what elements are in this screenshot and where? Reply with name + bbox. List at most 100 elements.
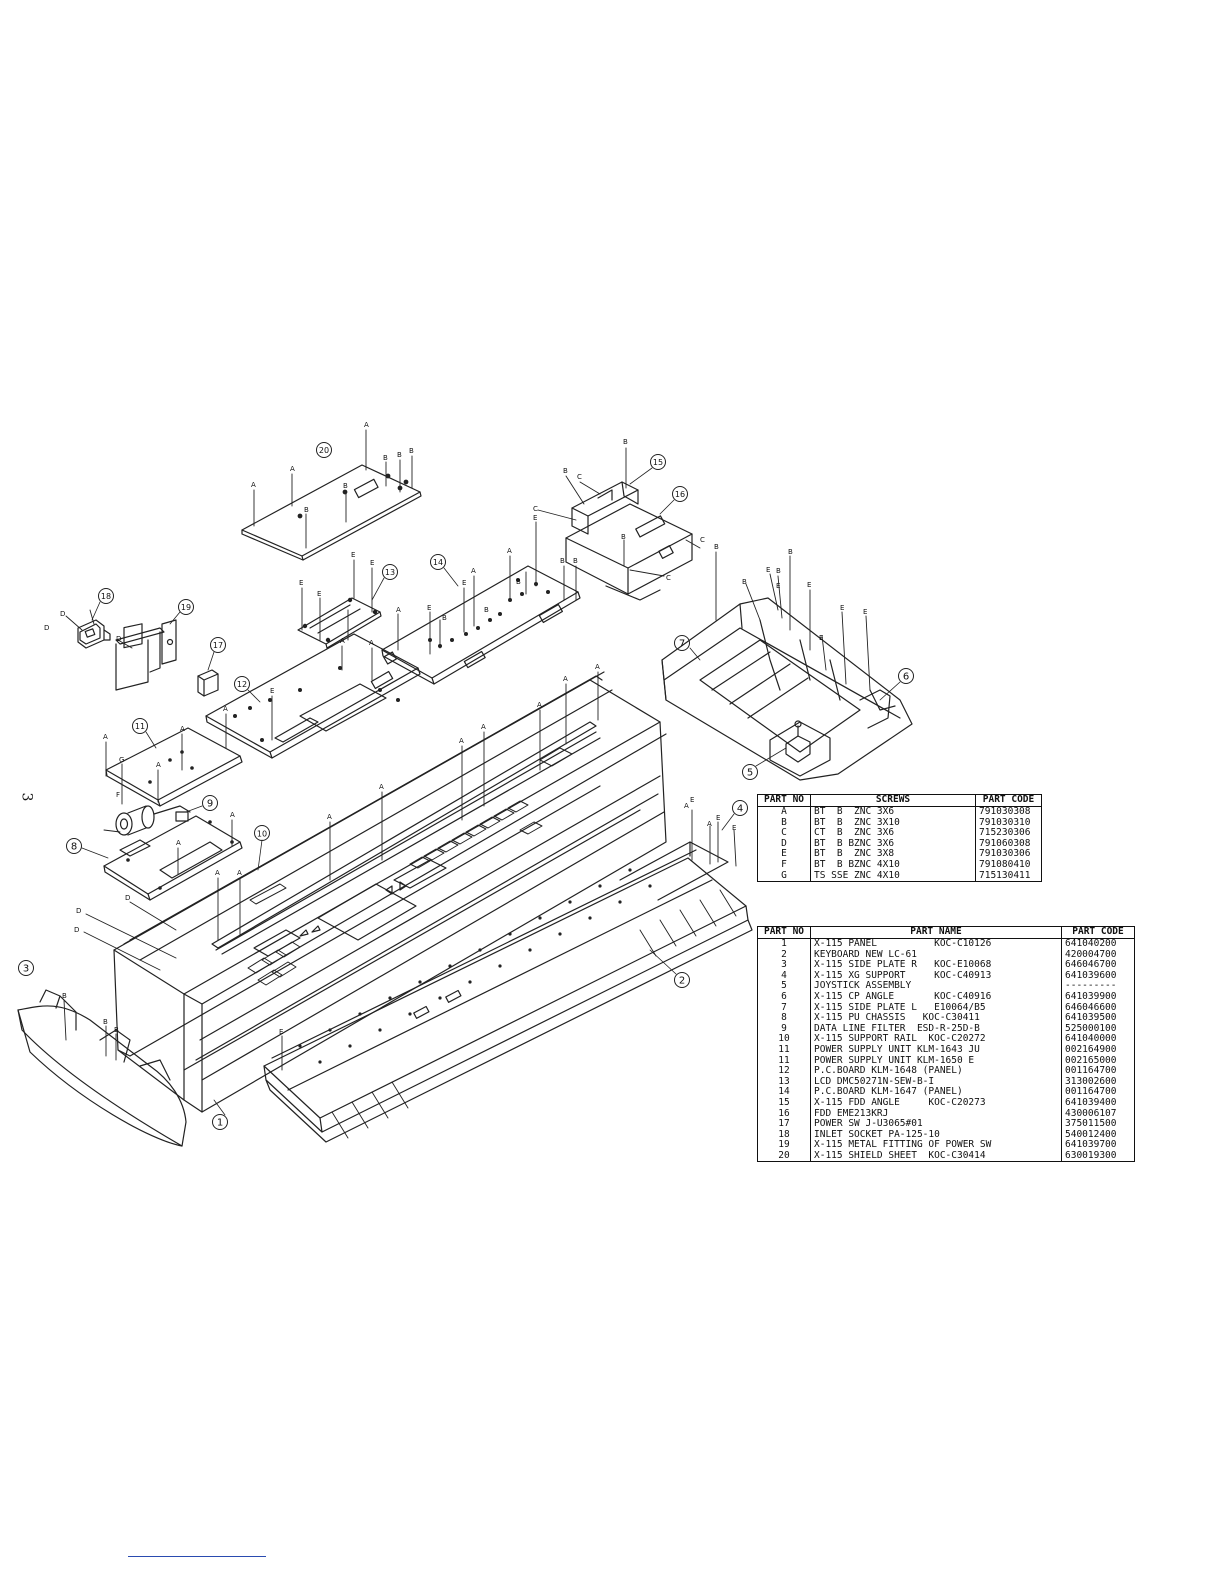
part-fdd-angle: [571, 481, 639, 535]
part-code-cell: 002164900: [1061, 1044, 1135, 1056]
part-x115-panel: [113, 671, 667, 1113]
svg-text:B: B: [563, 467, 568, 475]
svg-text:B: B: [788, 548, 793, 556]
support-rail: [211, 721, 601, 955]
svg-text:D: D: [125, 894, 130, 902]
col-screws: SCREWS: [810, 794, 976, 807]
callout-17: 17: [210, 637, 226, 653]
callout-12: 12: [234, 676, 250, 692]
part-code-cell: 430006107: [1061, 1108, 1135, 1120]
svg-text:E: E: [279, 1028, 283, 1036]
svg-text:8: 8: [71, 842, 77, 853]
svg-text:18: 18: [101, 592, 111, 601]
svg-text:B: B: [742, 578, 747, 586]
part-code-cell: 641039500: [1061, 1013, 1135, 1024]
callout-20: 20: [316, 442, 332, 458]
svg-text:E: E: [299, 579, 303, 587]
callout-15: 15: [650, 454, 666, 470]
svg-text:E: E: [317, 590, 321, 598]
callout-3: 3: [18, 960, 34, 976]
footer-rule: [128, 1556, 266, 1557]
svg-text:A: A: [707, 820, 712, 828]
part-code-cell: 715130411: [975, 870, 1042, 883]
part-code-cell: ---------: [1061, 981, 1135, 992]
part-code-cell: 641039900: [1061, 991, 1135, 1003]
part-code-cell: 641040000: [1061, 1034, 1135, 1045]
callout-14: 14: [430, 554, 446, 570]
svg-text:B: B: [397, 451, 402, 459]
part-code-cell: 001164700: [1061, 1087, 1135, 1098]
page-number: 3: [18, 792, 35, 802]
callout-4: 4: [732, 800, 748, 816]
svg-text:A: A: [481, 723, 486, 731]
svg-text:15: 15: [653, 458, 663, 467]
svg-text:G: G: [119, 756, 124, 764]
svg-text:D: D: [76, 907, 81, 915]
part-keyboard: [263, 841, 753, 1143]
part-code-cell: 375011500: [1061, 1118, 1135, 1130]
svg-text:B: B: [573, 557, 578, 565]
svg-text:A: A: [103, 733, 108, 741]
part-metal-fitting: [115, 619, 177, 691]
part-no-cell: F: [757, 859, 811, 871]
part-no-cell: 6: [757, 991, 811, 1003]
svg-text:C: C: [666, 574, 671, 582]
svg-text:B: B: [516, 578, 521, 586]
svg-text:7: 7: [679, 639, 685, 650]
col-part-code: PART CODE: [1061, 926, 1135, 939]
part-inlet-socket: [77, 619, 111, 649]
svg-text:B: B: [383, 454, 388, 462]
table-header-row: PART NO PART NAME PART CODE: [757, 926, 1135, 939]
part-no-cell: 15: [757, 1097, 811, 1109]
callout-8: 8: [66, 838, 82, 854]
part-panel-pcb-1647: [381, 565, 581, 685]
svg-text:10: 10: [257, 830, 267, 839]
part-code-cell: 641039400: [1061, 1097, 1135, 1109]
svg-text:A: A: [471, 567, 476, 575]
part-code-cell: 791030308: [975, 806, 1042, 818]
callout-2: 2: [674, 972, 690, 988]
description-cell: X-115 SHIELD SHEET KOC-C30414: [810, 1150, 1062, 1163]
svg-text:B: B: [560, 557, 565, 565]
svg-text:B: B: [304, 506, 309, 514]
part-cp-angle: [859, 689, 891, 729]
svg-text:E: E: [370, 559, 374, 567]
svg-text:F: F: [116, 791, 120, 799]
part-code-cell: 791030306: [975, 849, 1042, 860]
part-fdd-drive: [565, 503, 693, 601]
svg-text:19: 19: [181, 603, 191, 612]
svg-text:B: B: [776, 567, 781, 575]
svg-text:B: B: [114, 1026, 119, 1034]
svg-text:A: A: [507, 547, 512, 555]
svg-text:E: E: [716, 814, 720, 822]
xg-support: [619, 841, 729, 901]
part-no-cell: G: [757, 870, 811, 883]
svg-text:E: E: [766, 566, 770, 574]
svg-text:13: 13: [385, 568, 395, 577]
col-part-no: PART NO: [757, 794, 811, 807]
screw-letter-labels: AAA BBB BB​ EEE E EAA EEA BB AA EAA AGF …: [44, 421, 867, 1036]
svg-text:9: 9: [207, 799, 213, 810]
svg-text:A: A: [537, 701, 542, 709]
svg-text:E: E: [270, 687, 274, 695]
part-no-cell: 20: [757, 1150, 811, 1163]
svg-text:C: C: [533, 505, 538, 513]
callout-19: 19: [178, 599, 194, 615]
svg-text:2: 2: [679, 976, 685, 987]
